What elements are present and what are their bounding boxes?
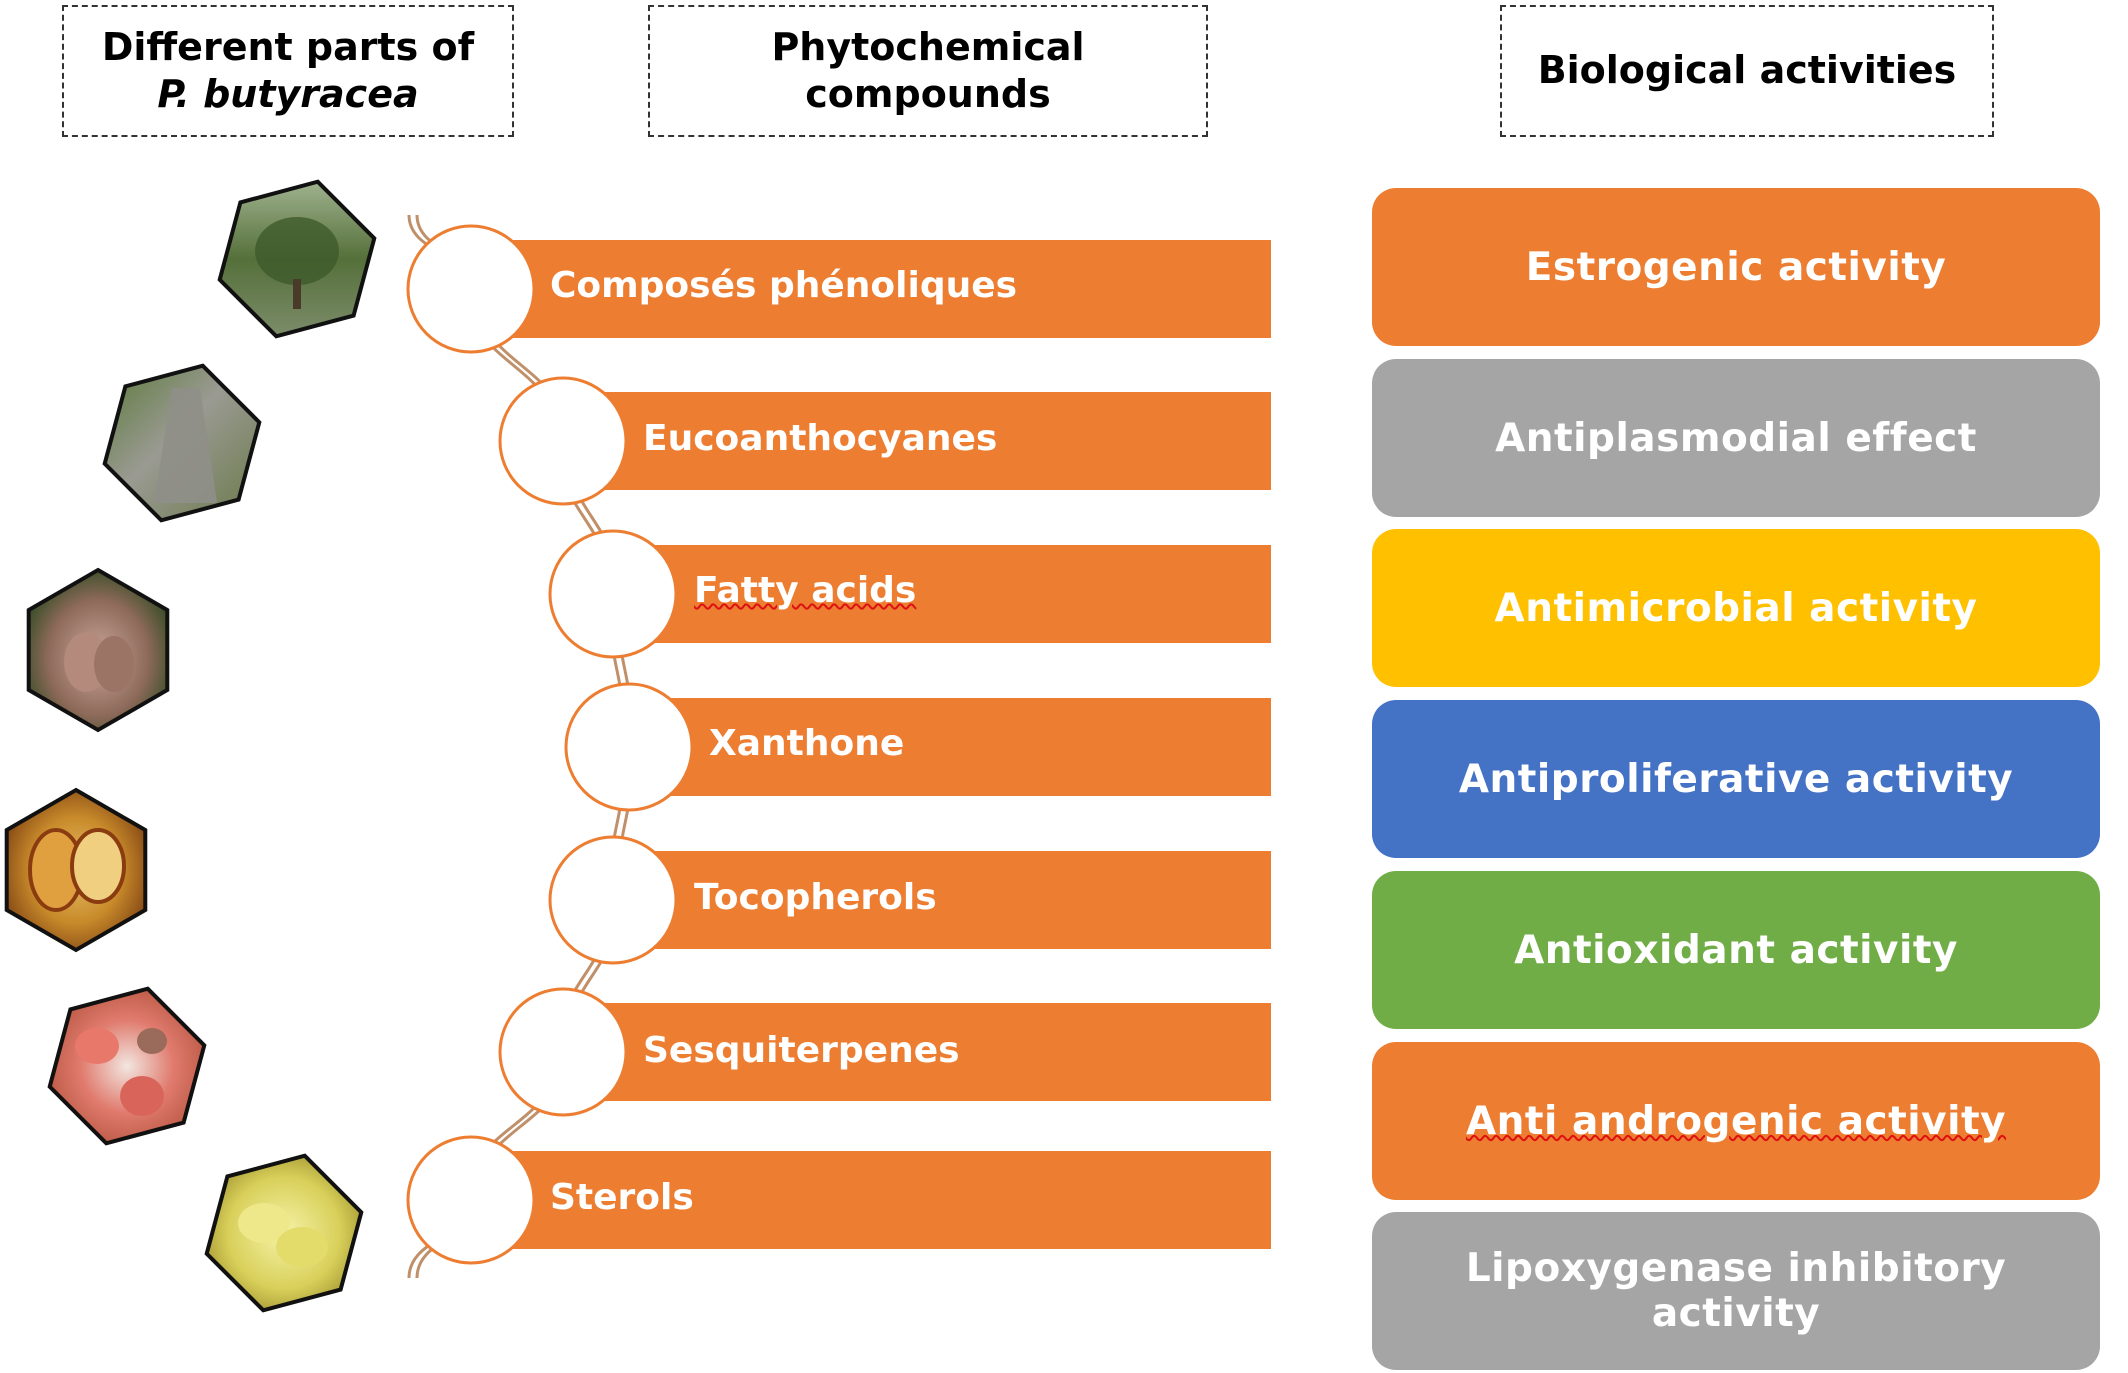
activity-anti-androgenic: Anti androgenic activity	[1372, 1042, 2100, 1200]
compound-circle-tocopherols	[548, 835, 678, 965]
compound-label-fatty-acids: Fatty acids	[694, 570, 917, 611]
activity-antimicrobial: Antimicrobial activity	[1372, 529, 2100, 687]
compound-circles	[406, 224, 694, 1265]
compound-label-xanthone: Xanthone	[709, 723, 905, 764]
header-activities-text: Biological activities	[1537, 48, 1957, 93]
compound-bars	[471, 240, 1271, 1249]
compound-bar-phenolic	[471, 240, 1271, 338]
compound-label-eucoanthocyanes: Eucoanthocyanes	[643, 418, 998, 459]
seeds-photo-icon	[47, 986, 207, 1146]
compound-bar-eucoanthocyanes	[563, 392, 1271, 490]
compound-bar-tocopherols	[613, 851, 1271, 949]
compound-circle-sterols	[406, 1135, 536, 1265]
plant-part-photos	[4, 179, 377, 1313]
bark-photo-icon	[102, 363, 262, 523]
butter-photo-icon	[204, 1153, 364, 1313]
compound-bar-fatty-acids	[613, 545, 1271, 643]
header-plant-parts: Different parts of P. butyracea	[62, 5, 514, 137]
header-compounds-line2: compounds	[805, 72, 1051, 116]
compound-label-tocopherols: Tocopherols	[694, 877, 937, 918]
compound-label-sterols: Sterols	[550, 1177, 694, 1218]
activity-estrogenic: Estrogenic activity	[1372, 188, 2100, 346]
header-plant-parts-line2: P. butyracea	[157, 72, 419, 116]
header-biological-activities: Biological activities	[1500, 5, 1994, 137]
compound-circle-fatty-acids	[548, 529, 678, 659]
compound-label-sesquiterpenes: Sesquiterpenes	[643, 1030, 960, 1071]
compound-circle-phenolic	[406, 224, 536, 354]
header-compounds-line1: Phytochemical	[771, 24, 1085, 69]
compound-label-phenolic: Composés phénoliques	[550, 265, 1018, 306]
compound-circle-eucoanthocyanes	[498, 376, 628, 506]
activity-antiplasmodial: Antiplasmodial effect	[1372, 359, 2100, 517]
compound-circle-xanthone	[564, 682, 694, 812]
header-phytochemical-compounds: Phytochemical compounds	[648, 5, 1208, 137]
tree-photo-icon	[217, 179, 377, 339]
compound-bar-sesquiterpenes	[563, 1003, 1271, 1101]
cut-fruit-photo-icon	[4, 787, 148, 953]
compound-circle-sesquiterpenes	[498, 987, 628, 1117]
compound-bar-sterols	[471, 1151, 1271, 1249]
compound-bar-xanthone	[629, 698, 1271, 796]
activity-antioxidant: Antioxidant activity	[1372, 871, 2100, 1029]
activity-lipoxygenase-inhibitory: Lipoxygenase inhibitory activity	[1372, 1212, 2100, 1370]
activity-antiproliferative: Antiproliferative activity	[1372, 700, 2100, 858]
fruit-on-branch-photo-icon	[26, 567, 170, 733]
header-plant-parts-line1: Different parts of	[101, 24, 475, 69]
